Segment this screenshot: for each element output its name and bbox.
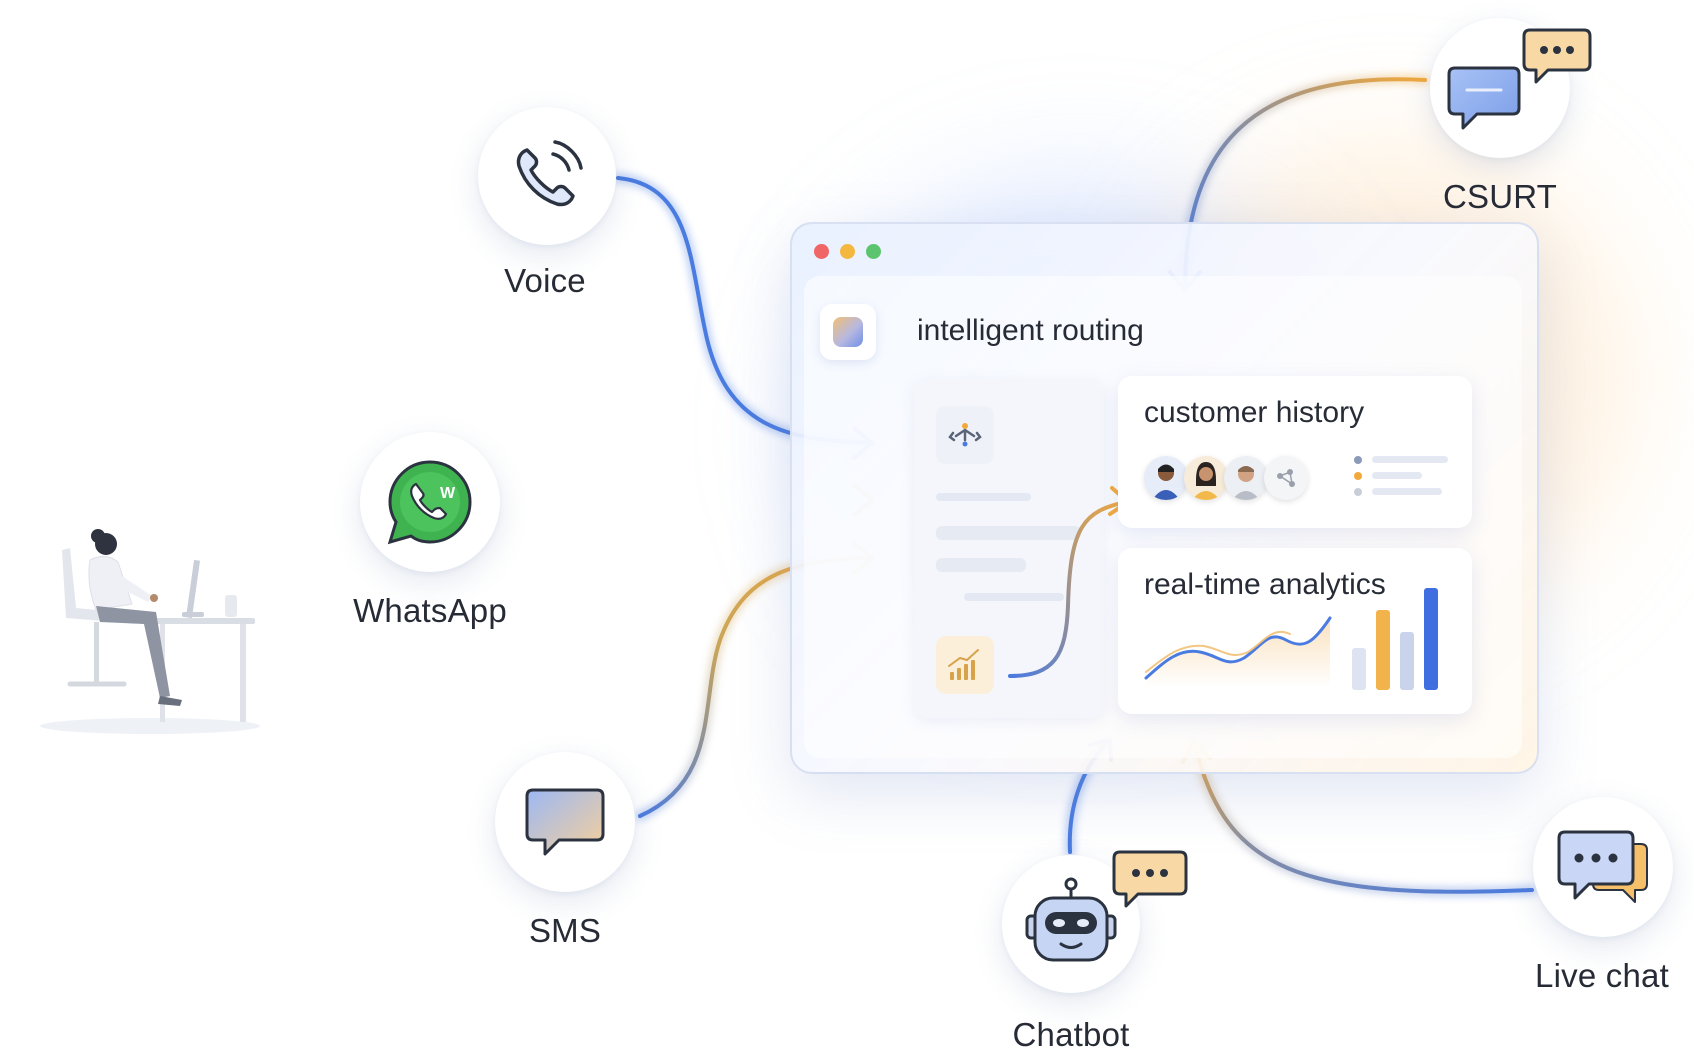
analytics-chart xyxy=(1144,588,1438,690)
sms-bubble-icon xyxy=(1447,66,1521,130)
csurt-label: CSURT xyxy=(1442,178,1558,215)
placeholder-line xyxy=(1372,456,1448,463)
placeholder-line xyxy=(936,526,1081,540)
csurt-node xyxy=(1430,18,1570,158)
whatsapp-label: WhatsApp xyxy=(353,592,507,629)
placeholder-line xyxy=(936,493,1031,501)
window-dot-yellow xyxy=(840,244,855,259)
avatar xyxy=(1264,456,1308,500)
robot-icon xyxy=(1025,877,1117,962)
mini-chart-icon xyxy=(936,636,994,694)
live-chat-connector xyxy=(1193,743,1534,894)
person-at-desk-illustration xyxy=(40,529,260,734)
whatsapp-node: W xyxy=(360,432,500,572)
routing-icon xyxy=(936,406,994,464)
sms-bubble-icon xyxy=(525,788,605,856)
live-chat-label: Live chat xyxy=(1535,957,1669,994)
status-dot xyxy=(1354,488,1362,496)
sms-node xyxy=(495,752,635,892)
customer-history-title: customer history xyxy=(1144,396,1365,429)
placeholder-line xyxy=(964,593,1064,601)
message-bubbles-icon xyxy=(1522,28,1592,84)
window-content: intelligent routing xyxy=(804,276,1522,758)
whatsapp-icon: W xyxy=(387,460,472,545)
avatar xyxy=(1224,456,1268,500)
placeholder-line xyxy=(1372,472,1422,479)
analytics-panel: real-time analytics xyxy=(1118,548,1472,714)
dashboard-window: intelligent routing xyxy=(790,222,1539,774)
placeholder-line xyxy=(936,558,1026,572)
svg-text:W: W xyxy=(440,485,456,502)
window-dot-red xyxy=(814,244,829,259)
sms-label: SMS xyxy=(528,912,602,949)
analytics-title: real-time analytics xyxy=(1144,568,1386,601)
voice-label: Voice xyxy=(504,262,586,299)
customer-history-panel: customer history xyxy=(1118,376,1472,528)
status-dot xyxy=(1354,456,1362,464)
chatbot-message-bubbles-icon xyxy=(1112,850,1188,908)
voice-node xyxy=(478,107,616,245)
placeholder-line xyxy=(1372,488,1442,495)
chatbot-label: Chatbot xyxy=(1012,1016,1130,1053)
status-dot xyxy=(1354,472,1362,480)
live-chat-node xyxy=(1533,797,1673,937)
window-title: intelligent routing xyxy=(917,314,1144,347)
chat-bubble-icon xyxy=(1557,830,1648,903)
avatar xyxy=(1184,456,1228,500)
phone-icon xyxy=(516,140,583,207)
app-logo-icon xyxy=(820,304,876,360)
avatar xyxy=(1144,456,1188,500)
window-dot-green xyxy=(866,244,881,259)
